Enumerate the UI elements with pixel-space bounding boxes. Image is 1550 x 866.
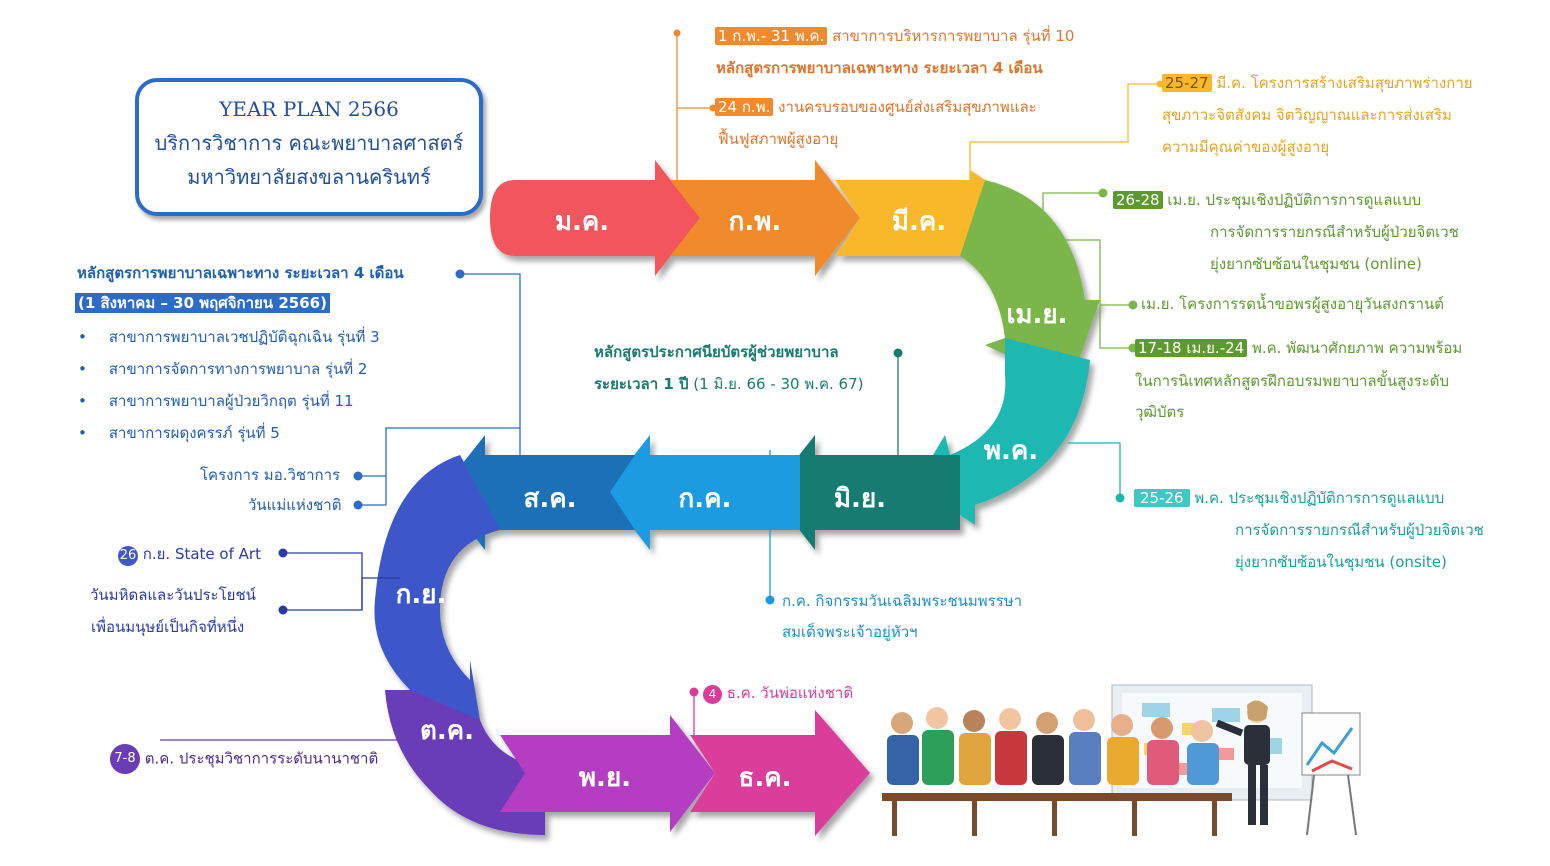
aug-course-item: •สาขาการพยาบาลเวชปฏิบัติฉุกเฉิน รุ่นที่ … <box>78 328 380 346</box>
event-aug2-text: วันแม่แห่งชาติ <box>248 496 342 514</box>
event-dec1: 4 ธ.ค. วันพ่อแห่งชาติ <box>703 684 853 704</box>
event-apr3: 17-18 เม.ย.-24 พ.ค. พัฒนาศักยภาพ ความพร้… <box>1135 339 1462 357</box>
month-label-oct: ต.ค. <box>419 716 475 746</box>
connector-aug-course <box>460 273 521 455</box>
event-apr1: 26-28 เม.ย. ประชุมเชิงปฏิบัติการการดูแลแ… <box>1113 191 1421 209</box>
connector-sep1 <box>283 552 363 610</box>
aug-course-period: (1 สิงหาคม – 30 พฤศจิกายน 2566) <box>75 293 330 313</box>
event-mar1-line2: สุขภาวะจิตสังคม จิตวิญญาณและการส่งเสริม <box>1162 106 1452 124</box>
event-feb2-text: งานครบรอบของศูนย์ส่งเสริมสุขภาพและ <box>778 98 1037 116</box>
connector-dec1 <box>693 692 700 741</box>
arrow-jan <box>490 160 700 276</box>
month-label-nov: พ.ย. <box>578 763 632 793</box>
event-jun1-line2: ระยะเวลา 1 ปี (1 มิ.ย. 66 - 30 พ.ค. 67) <box>594 375 864 393</box>
connector-mar1 <box>969 83 1160 185</box>
event-apr3-line2: ในการนิเทศหลักสูตรฝึกอบรมพยาบาลขั้นสูงระ… <box>1135 372 1449 390</box>
month-label-dec: ธ.ค. <box>738 763 792 793</box>
event-feb2-badge: 24 ก.พ. <box>715 98 774 116</box>
month-label-feb: ก.พ. <box>728 207 782 237</box>
event-oct1: 7-8 ต.ค. ประชุมวิชาการระดับนานาชาติ <box>110 744 378 774</box>
month-label-jun: มิ.ย. <box>833 484 887 514</box>
bullet-icon: • <box>78 328 87 346</box>
event-apr3-text: พ.ค. พัฒนาศักยภาพ ความพร้อม <box>1251 339 1463 357</box>
event-jul1-text: ก.ค. กิจกรรมวันเฉลิมพระชนมพรรษา <box>782 592 1023 610</box>
title-box: YEAR PLAN 2566 บริการวิชาการ คณะพยาบาลศา… <box>135 78 483 216</box>
connector-apr1 <box>1042 192 1133 349</box>
title-line2: บริการวิชาการ คณะพยาบาลศาสตร์ <box>154 131 464 155</box>
title-line1: YEAR PLAN 2566 <box>219 97 399 121</box>
arrow-feb <box>670 160 860 276</box>
month-label-jan: ม.ค. <box>554 207 610 237</box>
connector-may1 <box>1068 442 1121 498</box>
event-aug1-text: โครงการ มอ.วิชาการ <box>200 466 341 484</box>
event-dec1-badge: 4 <box>703 685 722 704</box>
month-label-sep: ก.ย. <box>395 580 447 610</box>
event-apr3-badge: 17-18 เม.ย.-24 <box>1135 339 1248 357</box>
event-apr2-text: เม.ย. โครงการรดน้ำขอพรผู้สูงอายุวันสงกรา… <box>1141 295 1445 313</box>
arrow-jun <box>770 435 960 550</box>
event-sep1: 26 ก.ย. State of Art <box>118 545 261 566</box>
event-sep1-text: ก.ย. State of Art <box>142 545 261 563</box>
event-feb2-line2: ฟื้นฟูสภาพผู้สูงอายุ <box>718 130 839 148</box>
arrow-dec <box>690 710 870 836</box>
event-may1-line2: การจัดการรายกรณีสำหรับผู้ป่วยจิตเวช <box>1235 521 1484 539</box>
arrow-apr <box>960 180 1100 385</box>
event-mar1: 25-27 มี.ค. โครงการสร้างเสริมสุขภาพร่างก… <box>1162 74 1473 92</box>
event-feb2: 24 ก.พ. งานครบรอบของศูนย์ส่งเสริมสุขภาพแ… <box>715 98 1037 116</box>
month-label-mar: มี.ค. <box>891 207 947 237</box>
bullet-icon: • <box>78 360 87 378</box>
aug-course-title: หลักสูตรการพยาบาลเฉพาะทาง ระยะเวลา 4 เดื… <box>77 264 404 282</box>
month-label-aug: ส.ค. <box>523 484 577 514</box>
arrow-jul <box>605 435 800 550</box>
event-apr1-line2: การจัดการรายกรณีสำหรับผู้ป่วยจิตเวช <box>1210 223 1459 241</box>
event-oct1-text: ต.ค. ประชุมวิชาการระดับนานาชาติ <box>144 749 379 768</box>
event-jun1-line2a: ระยะเวลา 1 ปี <box>594 375 689 393</box>
bullet-icon: • <box>78 424 87 442</box>
title-line3: มหาวิทยาลัยสงขลานครินทร์ <box>187 165 431 189</box>
event-feb1-text: สาขาการบริหารการพยาบาล รุ่นที่ 10 <box>832 27 1075 45</box>
arrow-sep <box>374 455 500 720</box>
connector-aug2 <box>358 476 387 506</box>
event-mar1-badge: 25-27 <box>1162 74 1212 92</box>
event-oct1-badge: 7-8 <box>110 744 140 774</box>
event-apr1-line3: ยุ่งยากซับซ้อนในชุมชน (online) <box>1210 255 1422 273</box>
event-may1-text: พ.ค. ประชุมเชิงปฏิบัติการการดูแลแบบ <box>1194 489 1445 507</box>
event-apr1-text: เม.ย. ประชุมเชิงปฏิบัติการการดูแลแบบ <box>1167 191 1422 209</box>
connector-sep2 <box>283 577 400 611</box>
event-sep2-line1: วันมหิดลและวันประโยชน์ <box>90 586 256 604</box>
event-apr1-badge: 26-28 <box>1113 191 1163 209</box>
event-may1-line3: ยุ่งยากซับซ้อนในชุมชน (onsite) <box>1235 553 1447 571</box>
presentation-classroom-illustration <box>882 683 1376 838</box>
month-label-jul: ก.ค. <box>678 484 732 514</box>
event-may1-badge: 25-26 <box>1134 489 1190 507</box>
event-jul1-line2: สมเด็จพระเจ้าอยู่หัวฯ <box>782 623 918 641</box>
event-dec1-text: ธ.ค. วันพ่อแห่งชาติ <box>726 684 854 702</box>
event-jun1-line2b: (1 มิ.ย. 66 - 30 พ.ค. 67) <box>688 375 864 393</box>
month-label-may: พ.ค. <box>983 436 1039 466</box>
event-jun1-line1: หลักสูตรประกาศนียบัตรผู้ช่วยพยาบาล <box>594 343 839 361</box>
event-sep1-badge: 26 <box>118 546 138 566</box>
arrow-oct <box>385 690 545 835</box>
event-sep2-line2: เพื่อนมนุษย์เป็นกิจที่หนึ่ง <box>91 618 245 636</box>
month-label-apr: เม.ย. <box>1006 300 1068 330</box>
event-mar1-line3: ความมีคุณค่าของผู้สูงอายุ <box>1162 138 1330 156</box>
connector-aug1 <box>358 427 520 477</box>
event-may1: 25-26 พ.ค. ประชุมเชิงปฏิบัติการการดูแลแบ… <box>1134 489 1444 507</box>
bullet-icon: • <box>78 392 87 410</box>
aug-course-item: •สาขาการพยาบาลผู้ป่วยวิกฤต รุ่นที่ 11 <box>78 392 354 410</box>
aug-course-item: •สาขาการจัดการทางการพยาบาล รุ่นที่ 2 <box>78 360 368 378</box>
event-apr3-line3: วุฒิบัตร <box>1135 403 1185 421</box>
arrow-nov <box>500 715 715 832</box>
event-feb1-badge: 1 ก.พ.- 31 พ.ค. <box>715 27 828 45</box>
event-feb1: 1 ก.พ.- 31 พ.ค. สาขาการบริหารการพยาบาล ร… <box>715 27 1074 45</box>
event-mar1-text: มี.ค. โครงการสร้างเสริมสุขภาพร่างกาย <box>1216 74 1473 92</box>
aug-course-item: •สาขาการผดุงครรภ์ รุ่นที่ 5 <box>78 424 280 442</box>
event-feb1-line2: หลักสูตรการพยาบาลเฉพาะทาง ระยะเวลา 4 เดื… <box>716 59 1043 77</box>
